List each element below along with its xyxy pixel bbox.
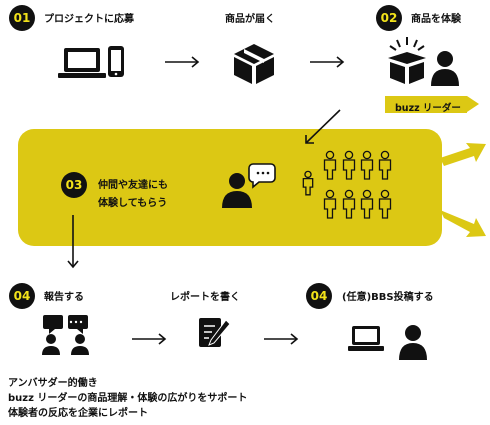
crowd-person-head: [325, 189, 335, 199]
step-badge-01: 01: [9, 5, 35, 31]
laptop-icon: [348, 326, 384, 351]
sharing-panel: [18, 129, 442, 246]
crowd-person-body: [342, 159, 356, 180]
crowd-person-head: [344, 150, 354, 160]
crowd-person-head: [362, 150, 372, 160]
buzz-leader-tag-arrow: [467, 96, 479, 112]
open-box-icon: [388, 37, 426, 84]
step-label-apply: プロジェクトに応募: [44, 14, 134, 25]
step-badge-03: 03: [61, 172, 87, 198]
crowd-person-head: [344, 189, 354, 199]
crowd-person-head: [380, 150, 390, 160]
person-icon: [431, 51, 459, 86]
crowd-person-body: [360, 198, 374, 219]
crowd-person-head: [362, 189, 372, 199]
arrow-right-icon: [165, 56, 200, 68]
discussion-icon: [42, 315, 89, 355]
step-label-deliver: 商品が届く: [225, 14, 275, 25]
step-label-bbs: (任意)BBS投稿する: [342, 292, 434, 303]
crowd-person-body: [323, 159, 337, 180]
package-icon: [234, 44, 274, 84]
crowd-person-head: [380, 189, 390, 199]
ambassador-line2: 体験者の反応を企業にレポート: [8, 408, 148, 419]
crowd-person-body: [323, 198, 337, 219]
arrow-right-icon: [310, 56, 345, 68]
crowd-person-body: [378, 198, 392, 219]
person-icon: [399, 325, 427, 360]
ambassador-title: アンバサダー的働き: [8, 378, 98, 389]
crowd-person-body: [360, 159, 374, 180]
step-label-share-line2: 体験してもらう: [98, 198, 168, 209]
speaking-person-icon: [222, 163, 276, 208]
arrow-right-icon: [264, 333, 299, 345]
crowd-person-head: [304, 170, 312, 179]
step-label-try: 商品を体験: [411, 14, 461, 25]
spread-arrow-icon: [440, 143, 486, 237]
arrow-down-icon: [67, 215, 79, 269]
buzz-leader-tag: buzz リーダー: [385, 96, 467, 114]
ambassador-line1: buzz リーダーの商品理解・体験の広がりをサポート: [8, 393, 248, 404]
step-badge-04-bbs: 04: [306, 283, 332, 309]
crowd-icon: [302, 150, 392, 219]
step-label-report: 報告する: [44, 292, 84, 303]
buzz-leader-label: buzz リーダー: [395, 103, 461, 114]
arrow-right-icon: [132, 333, 167, 345]
laptop-phone-icon: [58, 46, 124, 78]
crowd-person-body: [378, 159, 392, 180]
step-label-write-report: レポートを書く: [170, 292, 240, 303]
crowd-person-head: [325, 150, 335, 160]
crowd-person-body: [342, 198, 356, 219]
arrow-diagonal-icon: [305, 109, 341, 144]
step-badge-04-report: 04: [9, 283, 35, 309]
step-badge-02: 02: [376, 5, 402, 31]
step-label-share-line1: 仲間や友達にも: [98, 180, 168, 191]
report-pen-icon: [199, 318, 231, 347]
ambassador-description: アンバサダー的働き buzz リーダーの商品理解・体験の広がりをサポート 体験者…: [8, 376, 247, 421]
crowd-person-body: [302, 178, 314, 196]
